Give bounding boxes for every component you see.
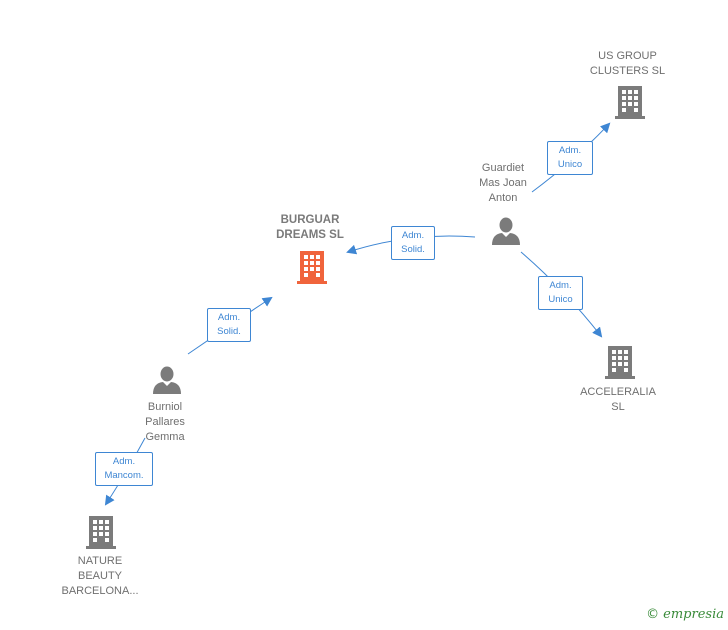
node-label-us-group[interactable]: US GROUP CLUSTERS SL [589,50,666,77]
person-icon-burniol[interactable] [152,365,182,395]
edge-label-guardiet-us-group: Adm. Unico [547,141,593,175]
node-label-burniol[interactable]: Burniol Pallares Gemma [145,401,185,443]
building-icon-us-group[interactable] [614,84,646,120]
node-label-guardiet[interactable]: Guardiet Mas Joan Anton [479,162,527,204]
copyright-symbol: © [646,607,660,622]
building-icon-nature[interactable] [85,514,117,550]
edge-label-guardiet-burguar: Adm. Solid. [391,226,435,260]
building-icon-burguar[interactable] [296,249,328,285]
node-label-acceleralia[interactable]: ACCELERALIA SL [580,386,656,413]
node-label-nature[interactable]: NATURE BEAUTY BARCELONA... [61,555,139,597]
edge-label-burniol-nature: Adm. Mancom. [95,452,153,486]
brand-name: empresia [663,607,724,622]
edge-label-burniol-burguar: Adm. Solid. [207,308,251,342]
node-label-burguar[interactable]: BURGUAR DREAMS SL [276,214,344,241]
person-icon-guardiet[interactable] [491,216,521,246]
building-icon-acceleralia[interactable] [604,344,636,380]
brand-logo: ©empresia [646,607,724,622]
edge-label-guardiet-acceleralia: Adm. Unico [538,276,583,310]
